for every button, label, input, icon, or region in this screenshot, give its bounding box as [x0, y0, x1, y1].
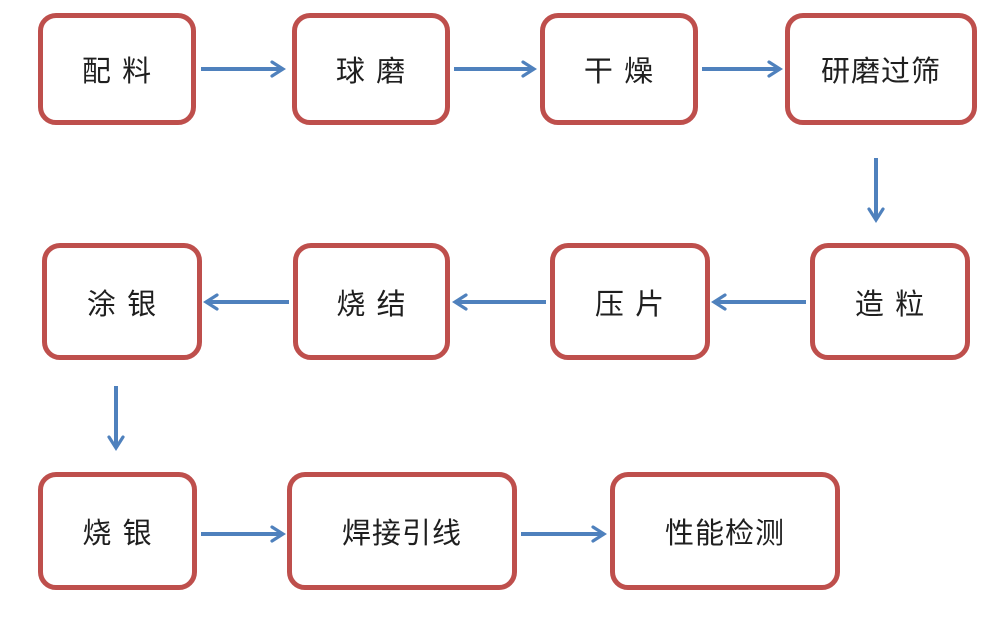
node-lead-welding: 焊接引线	[287, 472, 517, 590]
node-ball-milling: 球 磨	[292, 13, 450, 125]
node-batching: 配 料	[38, 13, 196, 125]
node-performance-testing: 性能检测	[610, 472, 840, 590]
node-pressing: 压 片	[550, 243, 710, 360]
node-sintering: 烧 结	[293, 243, 450, 360]
node-drying: 干 燥	[540, 13, 698, 125]
node-silver-firing: 烧 银	[38, 472, 197, 590]
node-granulation: 造 粒	[810, 243, 970, 360]
node-silver-coating: 涂 银	[42, 243, 202, 360]
node-grinding-sieving: 研磨过筛	[785, 13, 977, 125]
